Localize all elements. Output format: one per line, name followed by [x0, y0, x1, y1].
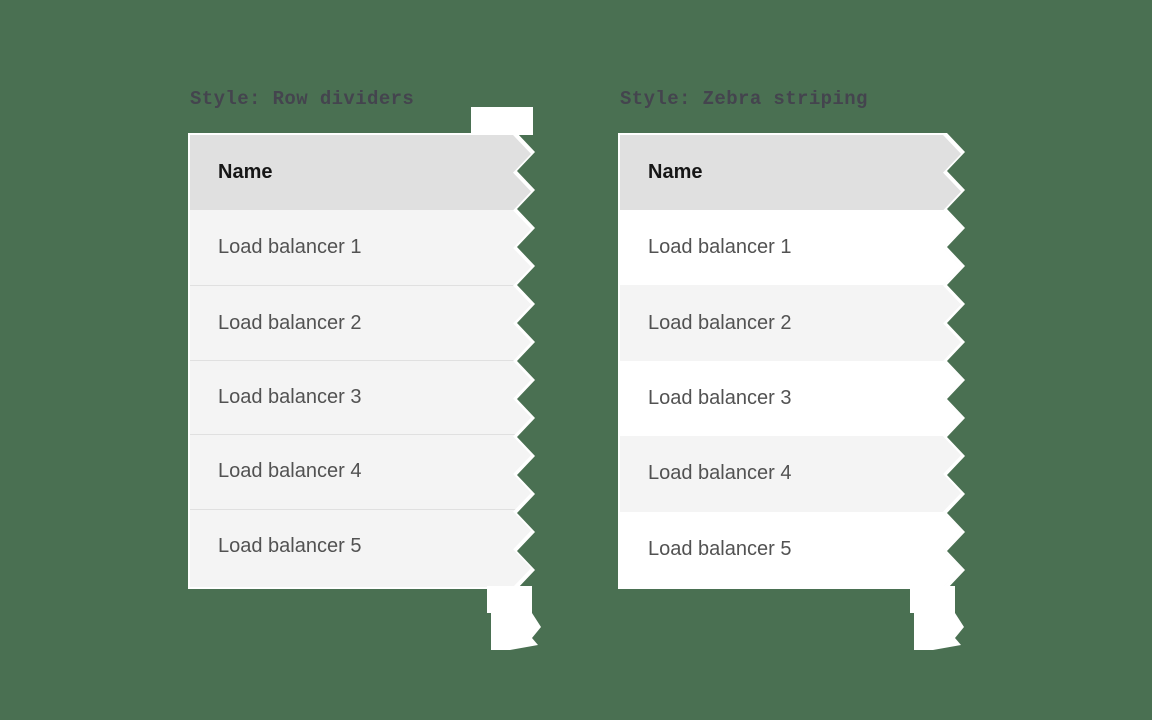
data-table-row-dividers: Name Load balancer 1 Load balancer 2 Loa… [188, 133, 535, 589]
table-header-cell: Name [190, 135, 531, 210]
table-row: Load balancer 5 [620, 511, 961, 587]
torn-paper-tab-bottom [910, 586, 964, 650]
table-body: Name Load balancer 1 Load balancer 2 Loa… [620, 135, 961, 587]
style-label: Style: Zebra striping [620, 88, 868, 110]
table-row: Load balancer 3 [190, 359, 531, 435]
data-table-zebra-striping: Name Load balancer 1 Load balancer 2 Loa… [618, 133, 965, 589]
torn-paper-tab-bottom [487, 586, 541, 650]
table-row: Load balancer 2 [190, 285, 531, 360]
example-zebra-striping: Style: Zebra striping Name Load balancer… [618, 88, 967, 589]
table-row: Load balancer 5 [190, 508, 531, 583]
table-row: Load balancer 1 [190, 210, 531, 286]
table-row: Load balancer 1 [620, 210, 961, 286]
table-row: Load balancer 4 [190, 434, 531, 509]
style-label: Style: Row dividers [190, 88, 415, 110]
table-row: Load balancer 2 [620, 285, 961, 361]
table-body: Name Load balancer 1 Load balancer 2 Loa… [190, 135, 531, 587]
table-header-cell: Name [620, 135, 961, 210]
example-row-dividers: Style: Row dividers Name Load balancer 1… [188, 88, 537, 589]
torn-paper-tab-top [471, 107, 533, 135]
table-row: Load balancer 3 [620, 360, 961, 437]
table-row: Load balancer 4 [620, 436, 961, 512]
